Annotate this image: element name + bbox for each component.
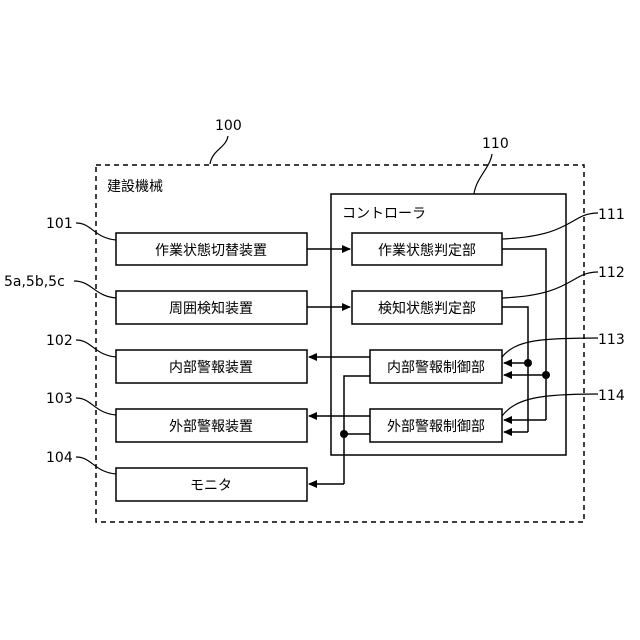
internal-alarm-control-label: 内部警報制御部 — [387, 360, 485, 376]
monitor-feed-junction — [340, 430, 348, 438]
surrounding-detector-label: 周囲検知装置 — [169, 300, 253, 317]
controller-label: コントローラ — [342, 206, 426, 222]
work-judge-output-line — [502, 249, 546, 420]
machine-label: 建設機械 — [107, 179, 163, 195]
machine-ref: 100 — [215, 118, 242, 134]
work-judge-junction — [542, 371, 550, 379]
surrounding-detector-leader — [74, 281, 116, 298]
work-state-switch-ref: 101 — [46, 216, 73, 232]
external-alarm-ref: 103 — [46, 391, 73, 407]
controller-ref: 110 — [482, 136, 509, 152]
work-state-judge-ref: 111 — [598, 207, 625, 223]
detection-state-judge-label: 検知状態判定部 — [378, 300, 476, 317]
work-state-switch-label: 作業状態切替装置 — [155, 243, 267, 259]
monitor-ref: 104 — [46, 450, 73, 466]
external-alarm-label: 外部警報装置 — [169, 419, 253, 435]
internal-alarm-ref: 102 — [46, 333, 73, 349]
detection-state-judge-ref: 112 — [598, 265, 625, 281]
detection-judge-junction — [524, 359, 532, 367]
monitor-label: モニタ — [190, 478, 232, 494]
internal-alarm-control-ref: 113 — [598, 332, 625, 348]
machine-ref-leader — [210, 136, 228, 164]
work-state-judge-label: 作業状態判定部 — [378, 243, 476, 259]
external-alarm-control-ref: 114 — [598, 388, 625, 404]
external-alarm-control-label: 外部警報制御部 — [387, 419, 485, 435]
internal-alarm-label: 内部警報装置 — [169, 360, 253, 376]
surrounding-detector-ref: 5a,5b,5c — [4, 274, 65, 290]
internal-control-to-monitor-line — [344, 376, 370, 484]
detection-judge-output-line — [502, 307, 528, 432]
controller-ref-leader — [474, 154, 492, 194]
